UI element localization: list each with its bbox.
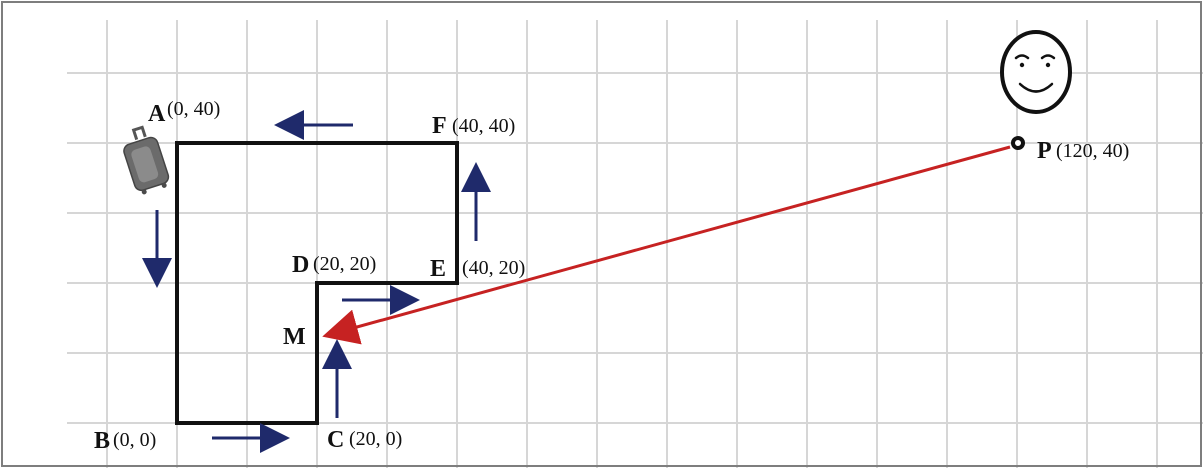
label-d-letter: D (292, 252, 309, 278)
label-p-letter: P (1037, 138, 1052, 164)
label-f-letter: F (432, 113, 447, 139)
suitcase-wheel-right (161, 182, 167, 188)
label-a-letter: A (148, 101, 166, 127)
label-b-coords: (0, 0) (113, 429, 156, 451)
suitcase-wheel-left (141, 189, 147, 195)
label-a-group: A (0, 40) (148, 98, 220, 127)
label-d-coords: (20, 20) (313, 253, 376, 275)
smiley-mouth (1018, 82, 1054, 93)
label-e-letter: E (430, 256, 446, 282)
smiley-right-eye (1045, 62, 1051, 68)
label-m-letter: M (283, 324, 306, 350)
smiley-face-outline (1000, 30, 1072, 114)
route-path (175, 141, 459, 425)
smiley-left-eye (1019, 62, 1025, 68)
label-d-group: D (20, 20) (292, 252, 376, 278)
label-c-group: C (20, 0) (327, 427, 402, 453)
point-p-marker (1011, 136, 1025, 150)
smiley-right-eyebrow (1040, 54, 1056, 60)
label-p-group: P (120, 40) (1037, 138, 1129, 164)
label-b-letter: B (94, 428, 110, 454)
suitcase-handle (131, 125, 147, 141)
smiley-face-icon (1000, 30, 1072, 114)
label-e-group: E (40, 20) (430, 256, 525, 282)
distance-arrow-p-to-m (322, 145, 1011, 345)
label-f-group: F (40, 40) (432, 113, 515, 139)
label-c-coords: (20, 0) (349, 428, 402, 450)
label-e-coords: (40, 20) (462, 257, 525, 279)
smiley-left-eyebrow (1014, 54, 1030, 60)
suitcase-shade (131, 146, 159, 183)
label-f-coords: (40, 40) (452, 115, 515, 137)
label-c-letter: C (327, 427, 344, 453)
label-m-group: M (283, 324, 306, 350)
background-grid (67, 20, 1203, 468)
label-p-coords: (120, 40) (1056, 140, 1129, 162)
label-a-coords: (0, 40) (167, 98, 220, 120)
label-b-group: B (0, 0) (94, 428, 156, 454)
suitcase-icon (123, 125, 170, 195)
